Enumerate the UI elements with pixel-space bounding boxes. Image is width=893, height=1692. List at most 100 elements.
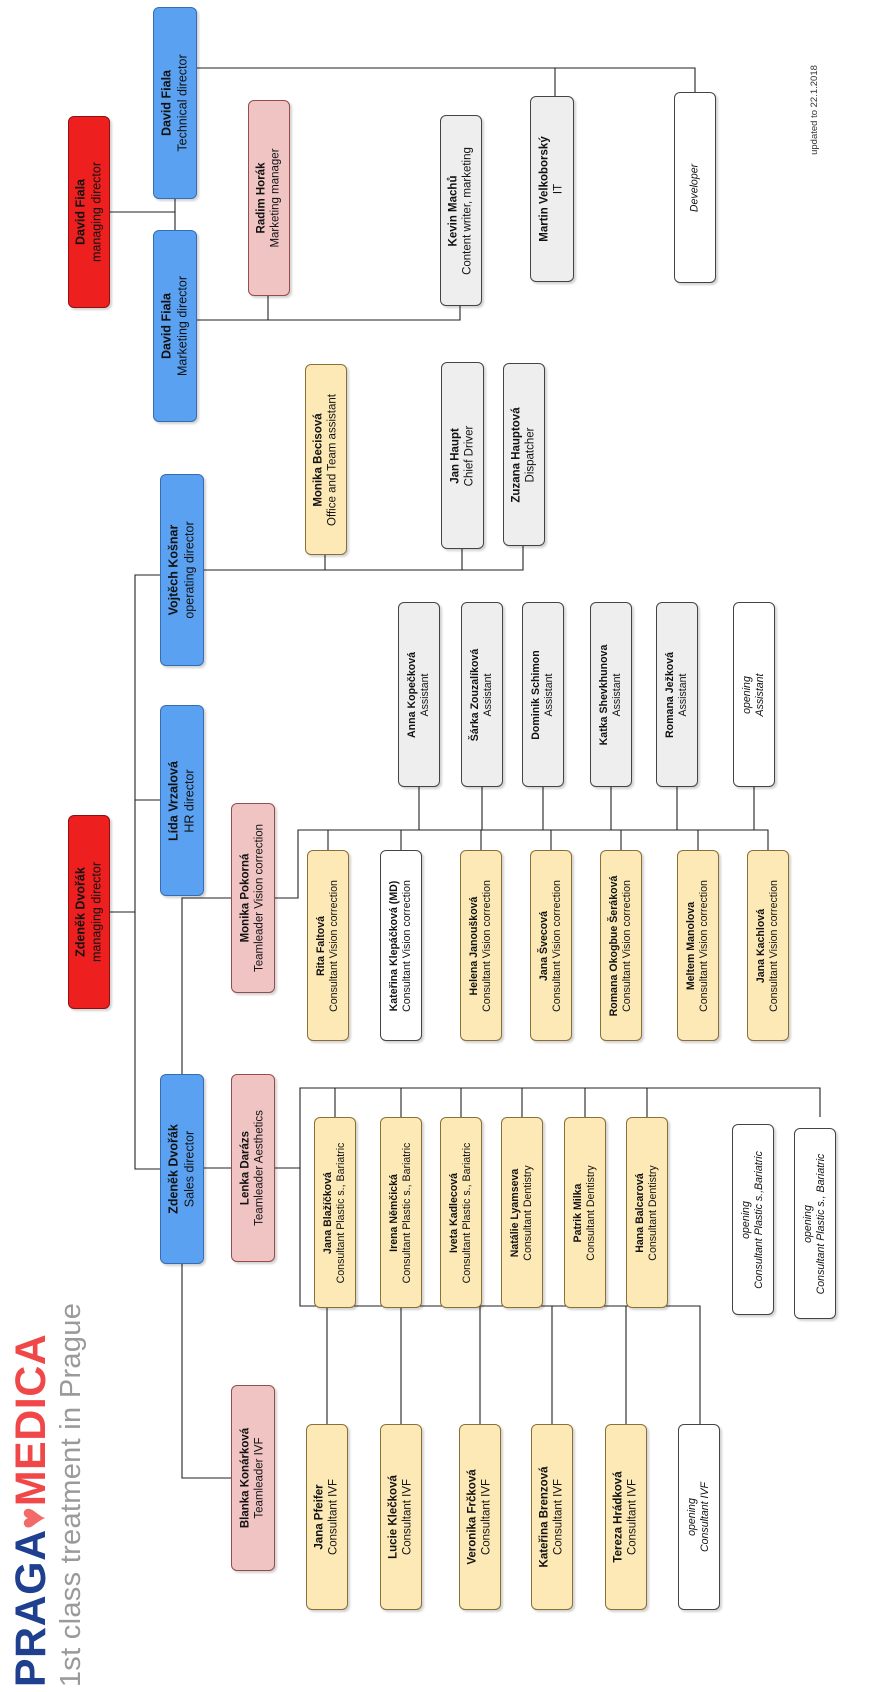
node-name: Romana Ježková	[663, 651, 676, 738]
node-name: Martin Velkoborský	[538, 136, 551, 242]
node-role: Consultant IVF	[627, 1478, 639, 1556]
connector-line	[197, 67, 556, 96]
node-name: David Fiala	[159, 293, 174, 360]
node-role: Consultant IVF	[699, 1481, 711, 1553]
node-role: Consultant Plastic s., Bariatric	[815, 1153, 827, 1294]
node-role: Consultant Vision correction	[698, 879, 710, 1012]
connector-line	[275, 1087, 821, 1169]
node-name: Iveta Kadlecová	[447, 1172, 460, 1253]
node-role: Assistant	[754, 673, 766, 716]
node-role: Developer	[688, 163, 701, 212]
node-name: Lenka Darázs	[239, 1130, 252, 1206]
org-node-vc2: Kateřina Klepáčková (MD)Consultant Visio…	[380, 850, 422, 1041]
node-role: Assistant	[677, 673, 689, 716]
node-name: Helena Janoušková	[467, 896, 480, 995]
node-name: Kevin Machů	[447, 175, 460, 246]
node-name: Jana Kachlová	[754, 908, 767, 983]
node-role: Assistant	[482, 673, 494, 716]
node-role: Assistant	[611, 673, 623, 716]
node-name: Lída Vrzalová	[166, 760, 181, 841]
node-role: Marketing manager	[270, 148, 282, 248]
node-name: Meltem Manolova	[684, 901, 697, 990]
updated-date: updated to 22.1.2018	[809, 65, 821, 155]
connector-line	[334, 1088, 648, 1117]
node-role: Consultant Vision correction	[551, 879, 563, 1012]
node-role: Technical director	[175, 54, 189, 152]
heart-icon: ♥	[11, 1506, 54, 1530]
node-name: Zdeněk Dvořák	[73, 867, 88, 957]
node-role: Content writer, marketing	[462, 146, 474, 275]
node-role: Teamleader IVF	[254, 1437, 266, 1519]
node-name: Dominik Schimon	[529, 649, 542, 740]
node-role: Consultant Dentistry	[522, 1164, 534, 1261]
node-name: Monika Becisová	[312, 412, 325, 507]
node-role: Office and Team assistant	[327, 393, 339, 526]
node-name: Jan Haupt	[449, 427, 462, 484]
node-name: Hana Balcarová	[633, 1172, 646, 1253]
node-role: Consultant IVF	[553, 1478, 565, 1556]
org-node-dev: Developer	[674, 92, 716, 283]
node-name: Lucie Klečková	[387, 1475, 400, 1559]
node-name: Natálie Lyamseva	[508, 1168, 521, 1257]
node-name: David Fiala	[159, 70, 174, 137]
node-role: Teamleader Aesthetics	[254, 1110, 266, 1226]
node-name: Jana Pfeifer	[313, 1484, 326, 1550]
node-role: Consultant Plastic s., Bariatric	[335, 1142, 347, 1283]
node-name: Šárka Zouzalíková	[468, 648, 481, 741]
node-role: Consultant Plastic s.,Bariatric	[753, 1150, 765, 1289]
connector-line	[268, 306, 461, 321]
connector-line	[134, 912, 160, 1170]
praga-medica-logo: PRAGA♥MEDICA 1st class treatment in Prag…	[0, 1298, 95, 1692]
node-role: Consultant Dentistry	[647, 1164, 659, 1261]
node-name: Vojtěch Košnar	[166, 524, 181, 616]
node-role: Teamleader Vision correction	[254, 823, 266, 973]
node-role: IT	[553, 183, 565, 195]
node-name: David Fiala	[73, 179, 88, 245]
node-name: Kateřina Klepáčková (MD)	[387, 880, 400, 1011]
node-role: Consultant IVF	[328, 1478, 340, 1556]
node-name: Jana Švecová	[537, 910, 550, 981]
node-name: opening	[801, 1204, 814, 1243]
node-role: managing director	[89, 161, 103, 263]
node-role: Sales director	[182, 1130, 196, 1208]
logo-tagline: 1st class treatment in Prague	[54, 1302, 87, 1688]
node-role: Assistant	[543, 673, 555, 716]
node-name: Zdeněk Dvořák	[166, 1124, 181, 1214]
node-name: Tereza Hrádková	[612, 1471, 625, 1563]
node-role: Chief Driver	[463, 425, 476, 486]
node-name: Patrik Milka	[571, 1183, 584, 1242]
node-name: Rita Faltová	[314, 915, 327, 976]
logo-wordmark: PRAGA♥MEDICA	[6, 1333, 55, 1688]
